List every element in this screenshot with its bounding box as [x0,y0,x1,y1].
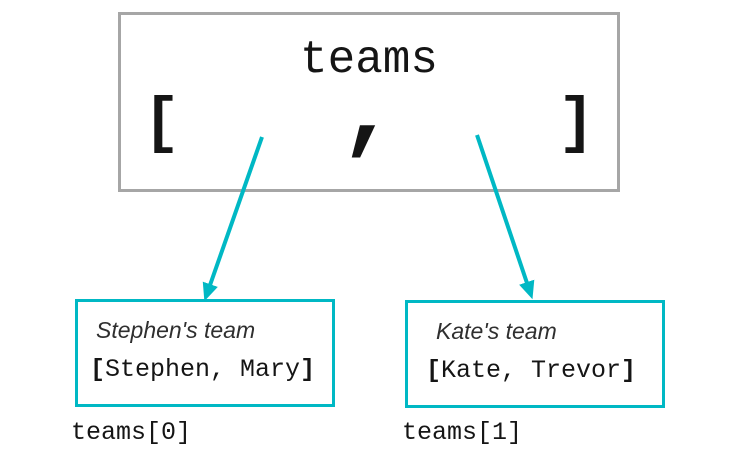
teams-array-box: teams [ , ] [118,12,620,192]
team-1-member-list: Kate, Trevor [441,356,622,385]
index-label-1: teams[1] [402,418,523,447]
array-brackets-row: [ , ] [143,57,595,170]
team-0-members: [Stephen, Mary] [90,357,332,383]
array-close-bracket: ] [557,88,595,159]
array-name-label: teams [299,34,439,86]
team-1-members: [Kate, Trevor] [426,358,662,384]
array-open-bracket: [ [143,88,181,159]
team-1-open-bracket: [ [426,356,442,385]
team-card-0: Stephen's team [Stephen, Mary] [75,299,335,407]
index-label-0: teams[0] [71,418,192,447]
team-0-open-bracket: [ [90,355,106,384]
team-0-title: Stephen's team [96,317,256,343]
team-1-title: Kate's team [436,318,557,344]
team-0-close-bracket: ] [300,355,316,384]
team-0-member-list: Stephen, Mary [105,355,301,384]
team-card-1: Kate's team [Kate, Trevor] [405,300,665,408]
team-1-close-bracket: ] [621,356,637,385]
